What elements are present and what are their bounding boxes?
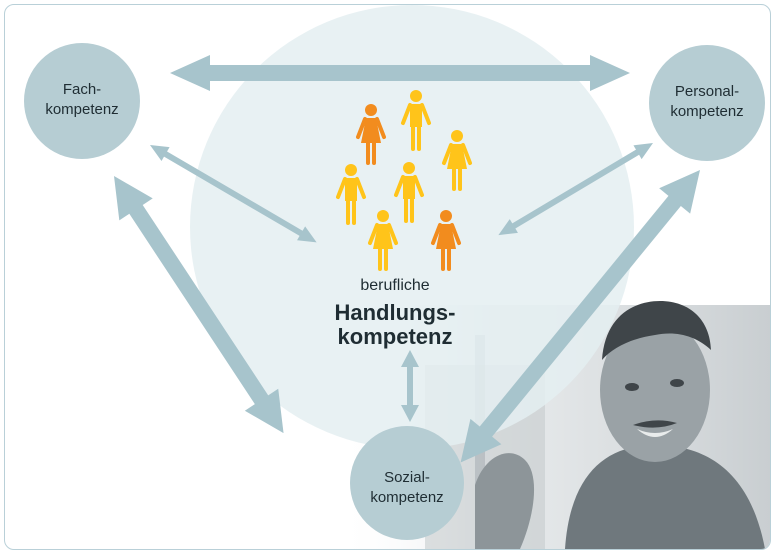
- arrow-fach-center: [150, 145, 317, 243]
- fach-circle: [24, 43, 140, 159]
- personal-circle: [649, 45, 765, 161]
- person-figure: [394, 162, 424, 223]
- person-figure: [356, 104, 386, 165]
- center-background-circle: [190, 5, 634, 449]
- arrow-center-sozial: [401, 350, 419, 422]
- center-label-small: berufliche: [360, 277, 430, 294]
- person-figure: [442, 130, 472, 191]
- personal-label: Personal-kompetenz: [670, 83, 744, 120]
- center-line-3: kompetenz: [337, 324, 453, 349]
- arrow-fach-sozial: [114, 176, 284, 434]
- arrow-fach-personal: [170, 55, 630, 91]
- sozial-label: Sozial-kompetenz: [370, 469, 444, 506]
- diagram-frame: Fach-kompetenz Personal-kompetenz Sozial…: [4, 4, 771, 550]
- people-group: [336, 90, 472, 271]
- person-figure: [368, 210, 398, 271]
- sozial-circle: [350, 426, 464, 540]
- person-figure: [336, 164, 366, 225]
- center-label-main: Handlungs- kompetenz: [295, 301, 495, 349]
- competence-diagram: [24, 5, 770, 549]
- fach-label: Fach-kompetenz: [45, 81, 119, 118]
- center-line-2: Handlungs-: [334, 300, 456, 325]
- arrow-personal-sozial: [460, 170, 700, 463]
- arrow-personal-center: [498, 143, 653, 236]
- person-figure: [401, 90, 431, 151]
- worker-figure: [475, 301, 765, 549]
- person-figure: [431, 210, 461, 271]
